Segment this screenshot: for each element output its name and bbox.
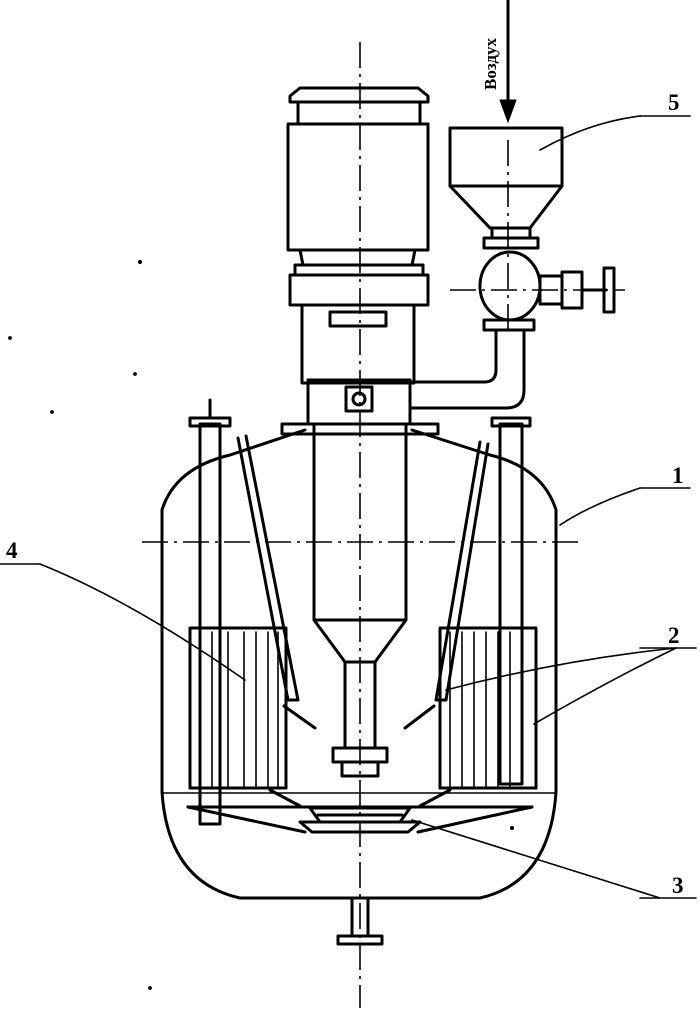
motor <box>286 86 430 385</box>
draft-tube <box>312 422 408 778</box>
hopper <box>448 126 564 250</box>
heat-exchanger-right <box>438 626 538 790</box>
bearing-housing <box>306 378 412 426</box>
label-impeller: 3 <box>672 873 684 898</box>
label-baffle: 4 <box>6 538 18 563</box>
air-inlet-arrow <box>499 0 517 124</box>
bottom-drain-nozzle <box>336 896 384 946</box>
air-pipe <box>410 328 526 410</box>
left-vertical-pipe <box>188 398 232 826</box>
air-inlet-label: Воздух <box>481 38 500 90</box>
scan-specks <box>8 259 515 990</box>
leader-lines <box>0 115 697 899</box>
right-vertical-pipe <box>490 416 532 786</box>
air-valve <box>478 250 616 332</box>
label-heat-exchanger: 2 <box>668 623 680 648</box>
label-hopper: 5 <box>668 90 680 115</box>
label-vessel: 1 <box>672 463 684 488</box>
